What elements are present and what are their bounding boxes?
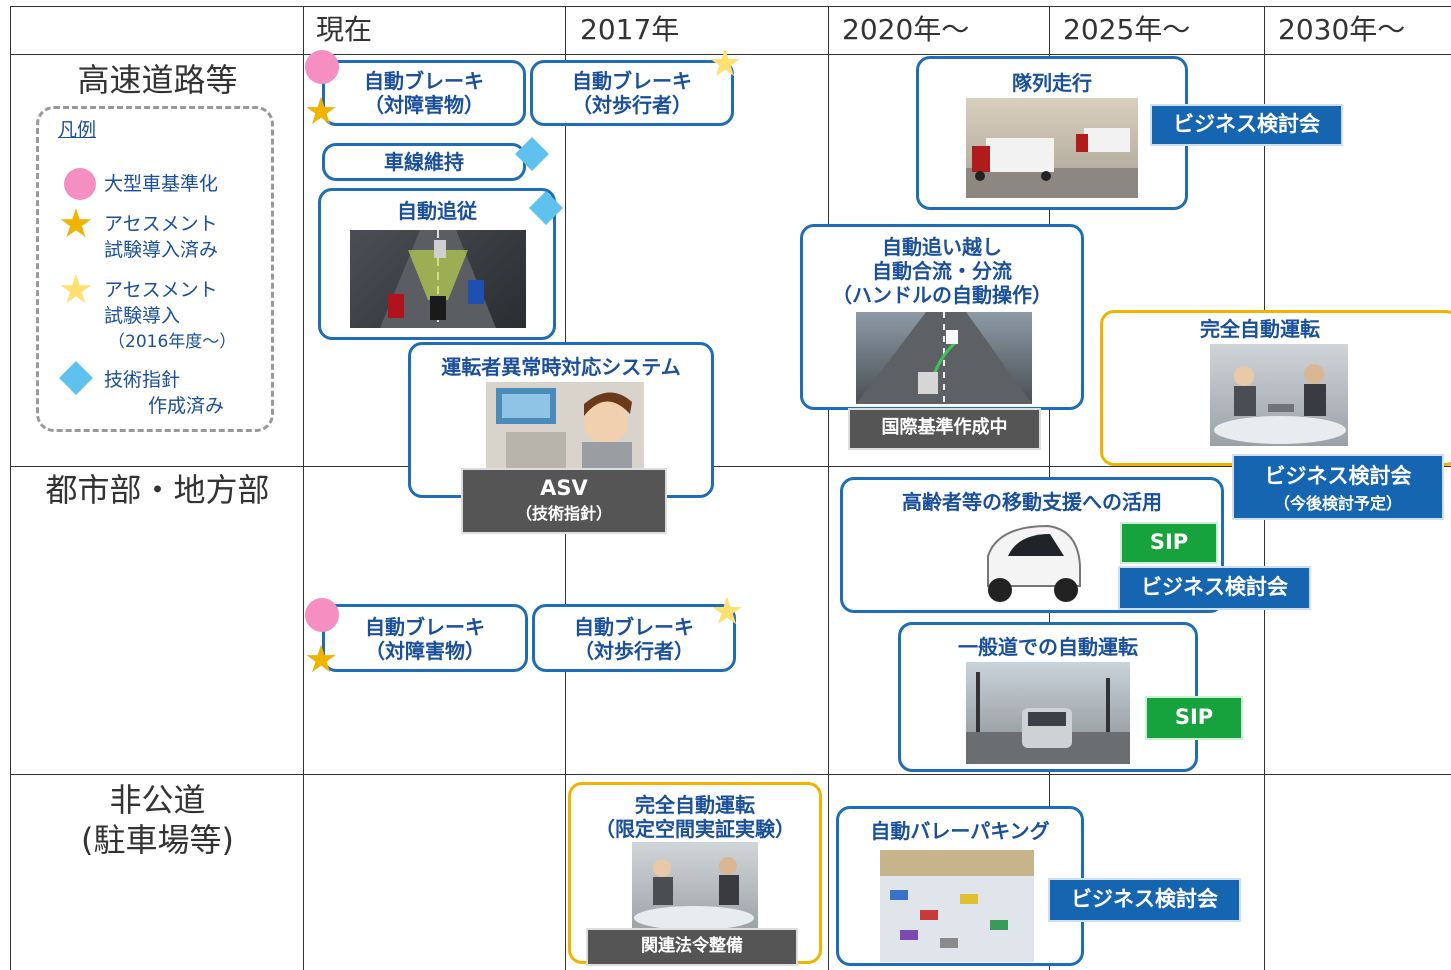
card-title-line2: （対障害物） — [365, 639, 485, 663]
legend-title: 凡例 — [58, 119, 97, 141]
pink-circle-icon — [305, 598, 339, 632]
column-header-now: 現在 — [316, 13, 373, 46]
grid-row2-line — [10, 774, 1451, 775]
highway-follow-image — [350, 230, 526, 328]
card-title: 運転者異常時対応システム — [441, 355, 681, 379]
grid-header-line — [10, 54, 1451, 55]
card-title-line1: 自動追い越し — [882, 235, 1002, 259]
platoon-business-tag: ビジネス検討会 — [1150, 104, 1343, 146]
row-header-offroad-line2: (駐車場等) — [81, 821, 234, 859]
grid-top-line — [10, 6, 1451, 7]
star-icon: ★ — [304, 89, 339, 133]
row-header-offroad: 非公道 (駐車場等) — [30, 780, 285, 860]
grid-row1-line — [10, 466, 1451, 467]
legend-diamond-2: 作成済み — [148, 395, 225, 417]
grid-col3-line — [828, 6, 829, 970]
card-title: 自動バレーパキング — [870, 819, 1050, 843]
card-lane-keep: 車線維持 — [322, 143, 526, 181]
card-title: 自動追従 — [397, 199, 477, 223]
star-icon: ★ — [304, 637, 339, 681]
star-outline-icon: ★ — [710, 589, 745, 633]
legend-star-done-2: 試験導入済み — [104, 239, 219, 261]
card-brake-pedestrian-highway: 自動ブレーキ （対歩行者） — [530, 60, 734, 126]
card-title-line1: 完全自動運転 — [635, 793, 755, 817]
row-header-urban: 都市部・地方部 — [45, 471, 270, 509]
star-icon: ★ — [58, 201, 94, 247]
star-outline-icon: ★ — [708, 41, 743, 85]
asv-tag: ASV （技術指針） — [461, 468, 667, 534]
full-auto-interior-image — [1210, 344, 1348, 446]
card-title-line1: 自動ブレーキ — [365, 615, 485, 639]
row-header-highway: 高速道路等 — [77, 61, 238, 99]
platoon-trucks-image — [966, 98, 1138, 198]
card-title: 完全自動運転 — [1200, 317, 1320, 341]
asv-tag-line2: （技術指針） — [515, 504, 612, 523]
grid-col1-line — [303, 6, 304, 970]
general-road-sip-tag: SIP — [1145, 696, 1243, 740]
overtake-international-tag: 国際基準作成中 — [848, 408, 1041, 450]
card-title: 一般道での自動運転 — [958, 635, 1138, 659]
limited-space-law-tag: 関連法令整備 — [586, 928, 798, 966]
legend-star-plan-3: （2016年度～） — [108, 332, 237, 352]
column-header-2017: 2017年 — [580, 13, 680, 46]
card-title-line2: （対歩行者） — [574, 639, 694, 663]
micro-ev-image — [968, 516, 1094, 608]
grid-left-line — [10, 6, 11, 970]
elderly-sip-tag: SIP — [1120, 522, 1218, 564]
legend-star-plan-1: アセスメント — [104, 279, 218, 301]
card-title-line2: （限定空間実証実験） — [595, 817, 795, 841]
card-title: 隊列走行 — [1012, 71, 1092, 95]
card-title-line1: 自動ブレーキ — [574, 615, 694, 639]
legend-box — [36, 106, 274, 432]
card-title-line2: （対歩行者） — [572, 93, 692, 117]
card-title: 高齢者等の移動支援への活用 — [902, 490, 1162, 514]
legend-star-plan-2: 試験導入 — [104, 305, 181, 327]
full-auto-business-tag-line1: ビジネス検討会 — [1264, 464, 1412, 488]
legend-star-done-1: アセスメント — [104, 213, 218, 235]
full-auto-business-tag: ビジネス検討会 （今後検討予定） — [1232, 454, 1444, 520]
card-title-line1: 自動ブレーキ — [572, 69, 692, 93]
column-header-2020: 2020年～ — [842, 13, 970, 46]
card-title-line3: （ハンドルの自動操作） — [832, 283, 1052, 307]
column-header-2025: 2025年～ — [1063, 13, 1191, 46]
overtake-road-image — [856, 312, 1032, 404]
card-brake-obstacle-highway: 自動ブレーキ （対障害物） — [322, 60, 526, 126]
general-road-image — [966, 662, 1130, 764]
column-header-2030: 2030年～ — [1278, 13, 1406, 46]
full-auto-business-tag-line2: （今後検討予定） — [1273, 494, 1402, 513]
row-header-offroad-line1: 非公道 — [109, 781, 206, 819]
legend-diamond-1: 技術指針 — [104, 369, 181, 391]
legend-pink-label: 大型車基準化 — [104, 173, 219, 195]
circle-icon — [64, 168, 96, 200]
card-brake-pedestrian-urban: 自動ブレーキ （対歩行者） — [532, 604, 736, 672]
card-title-line2: 自動合流・分流 — [872, 259, 1012, 283]
card-title-line2: （対障害物） — [364, 93, 484, 117]
driver-abnormal-image — [486, 382, 644, 468]
elderly-business-tag: ビジネス検討会 — [1118, 566, 1311, 610]
asv-tag-line1: ASV — [540, 476, 588, 500]
limited-space-interior-image — [632, 842, 758, 930]
card-title: 車線維持 — [384, 150, 464, 174]
star-outline-icon: ★ — [58, 267, 94, 313]
card-title-line1: 自動ブレーキ — [364, 69, 484, 93]
pink-circle-icon — [305, 50, 339, 84]
valet-business-tag: ビジネス検討会 — [1048, 878, 1241, 922]
valet-parking-image — [880, 850, 1034, 962]
card-brake-obstacle-urban: 自動ブレーキ （対障害物） — [322, 604, 528, 672]
